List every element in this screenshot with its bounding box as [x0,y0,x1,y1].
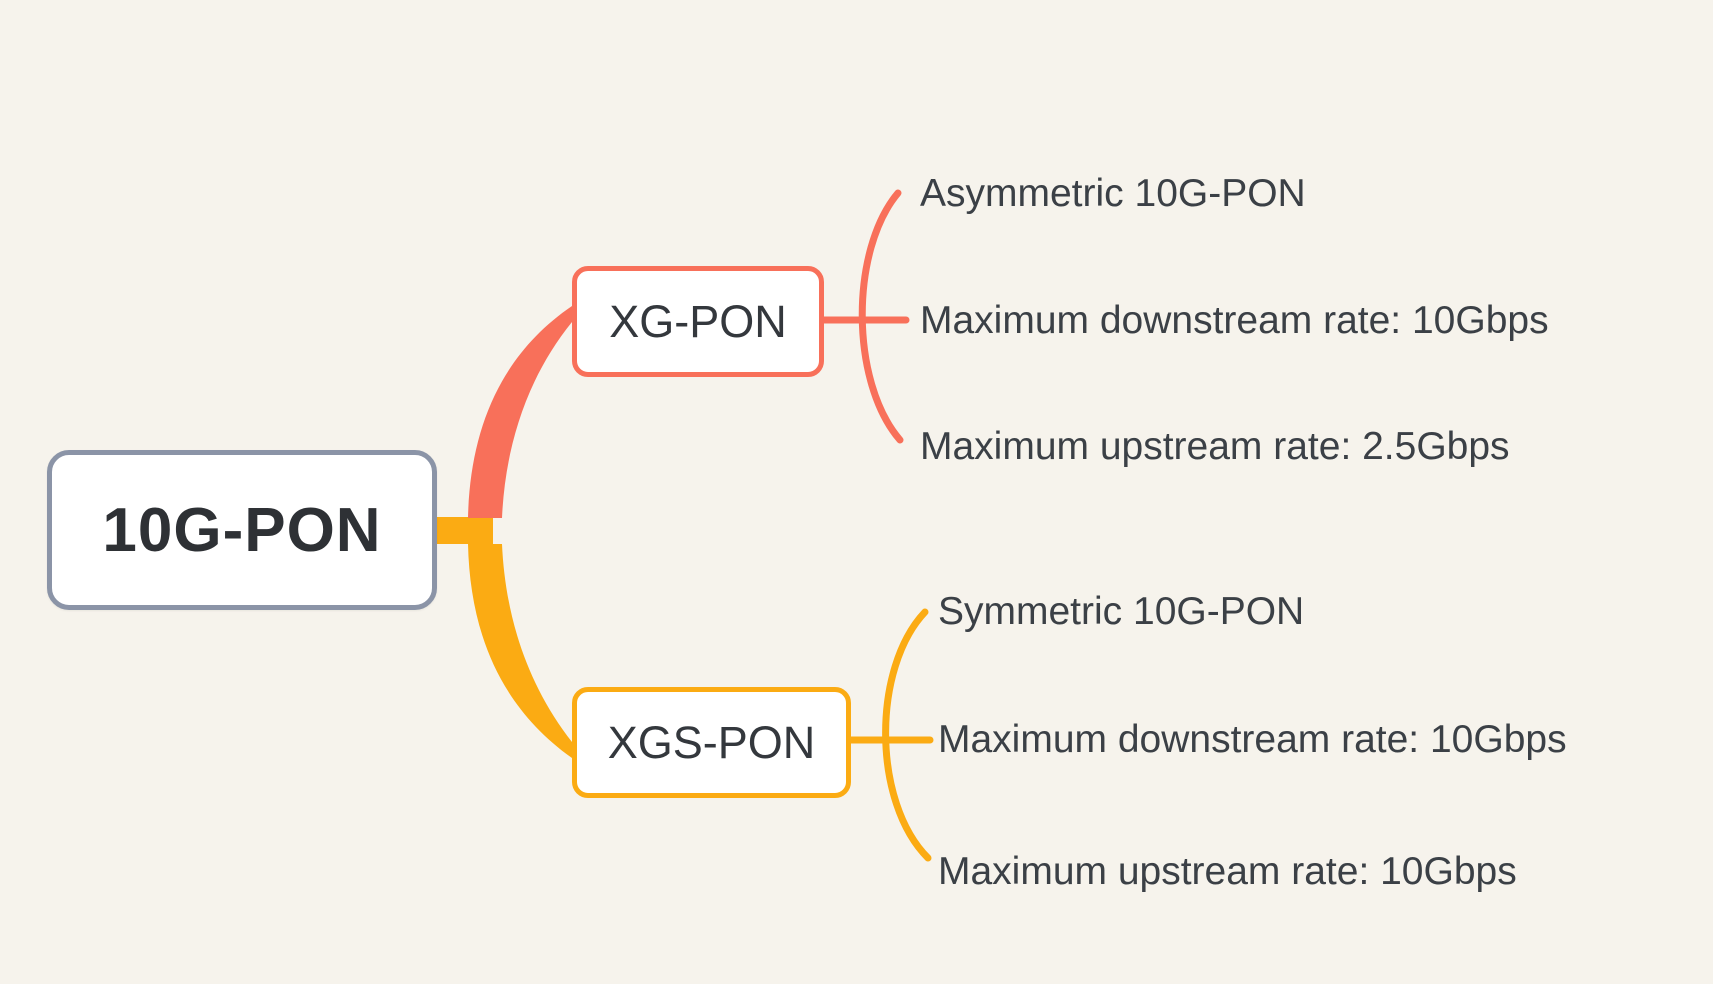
leaf-xgs-pon-upstream[interactable]: Maximum upstream rate: 10Gbps [938,850,1517,893]
leaf-xg-pon-asymmetric[interactable]: Asymmetric 10G-PON [920,172,1306,215]
node-root-label: 10G-PON [102,495,382,565]
node-xgs-pon-label: XGS-PON [607,716,816,768]
root-trunk-connector [433,517,493,544]
node-xg-pon[interactable]: XG-PON [572,266,824,377]
branch-ribbon-xg-pon [468,306,572,518]
leaf-xg-pon-upstream[interactable]: Maximum upstream rate: 2.5Gbps [920,425,1510,468]
node-root-10g-pon[interactable]: 10G-PON [47,450,437,610]
leaf-xgs-pon-downstream[interactable]: Maximum downstream rate: 10Gbps [938,718,1567,761]
branch-ribbon-xgs-pon [468,544,572,758]
leaf-xg-pon-downstream[interactable]: Maximum downstream rate: 10Gbps [920,299,1549,342]
leaf-bracket-xg-pon [858,189,904,444]
leaf-bracket-xgs-pon [882,608,932,862]
node-xg-pon-label: XG-PON [609,295,787,347]
node-xgs-pon[interactable]: XGS-PON [572,687,851,798]
leaf-xgs-pon-symmetric[interactable]: Symmetric 10G-PON [938,590,1305,633]
